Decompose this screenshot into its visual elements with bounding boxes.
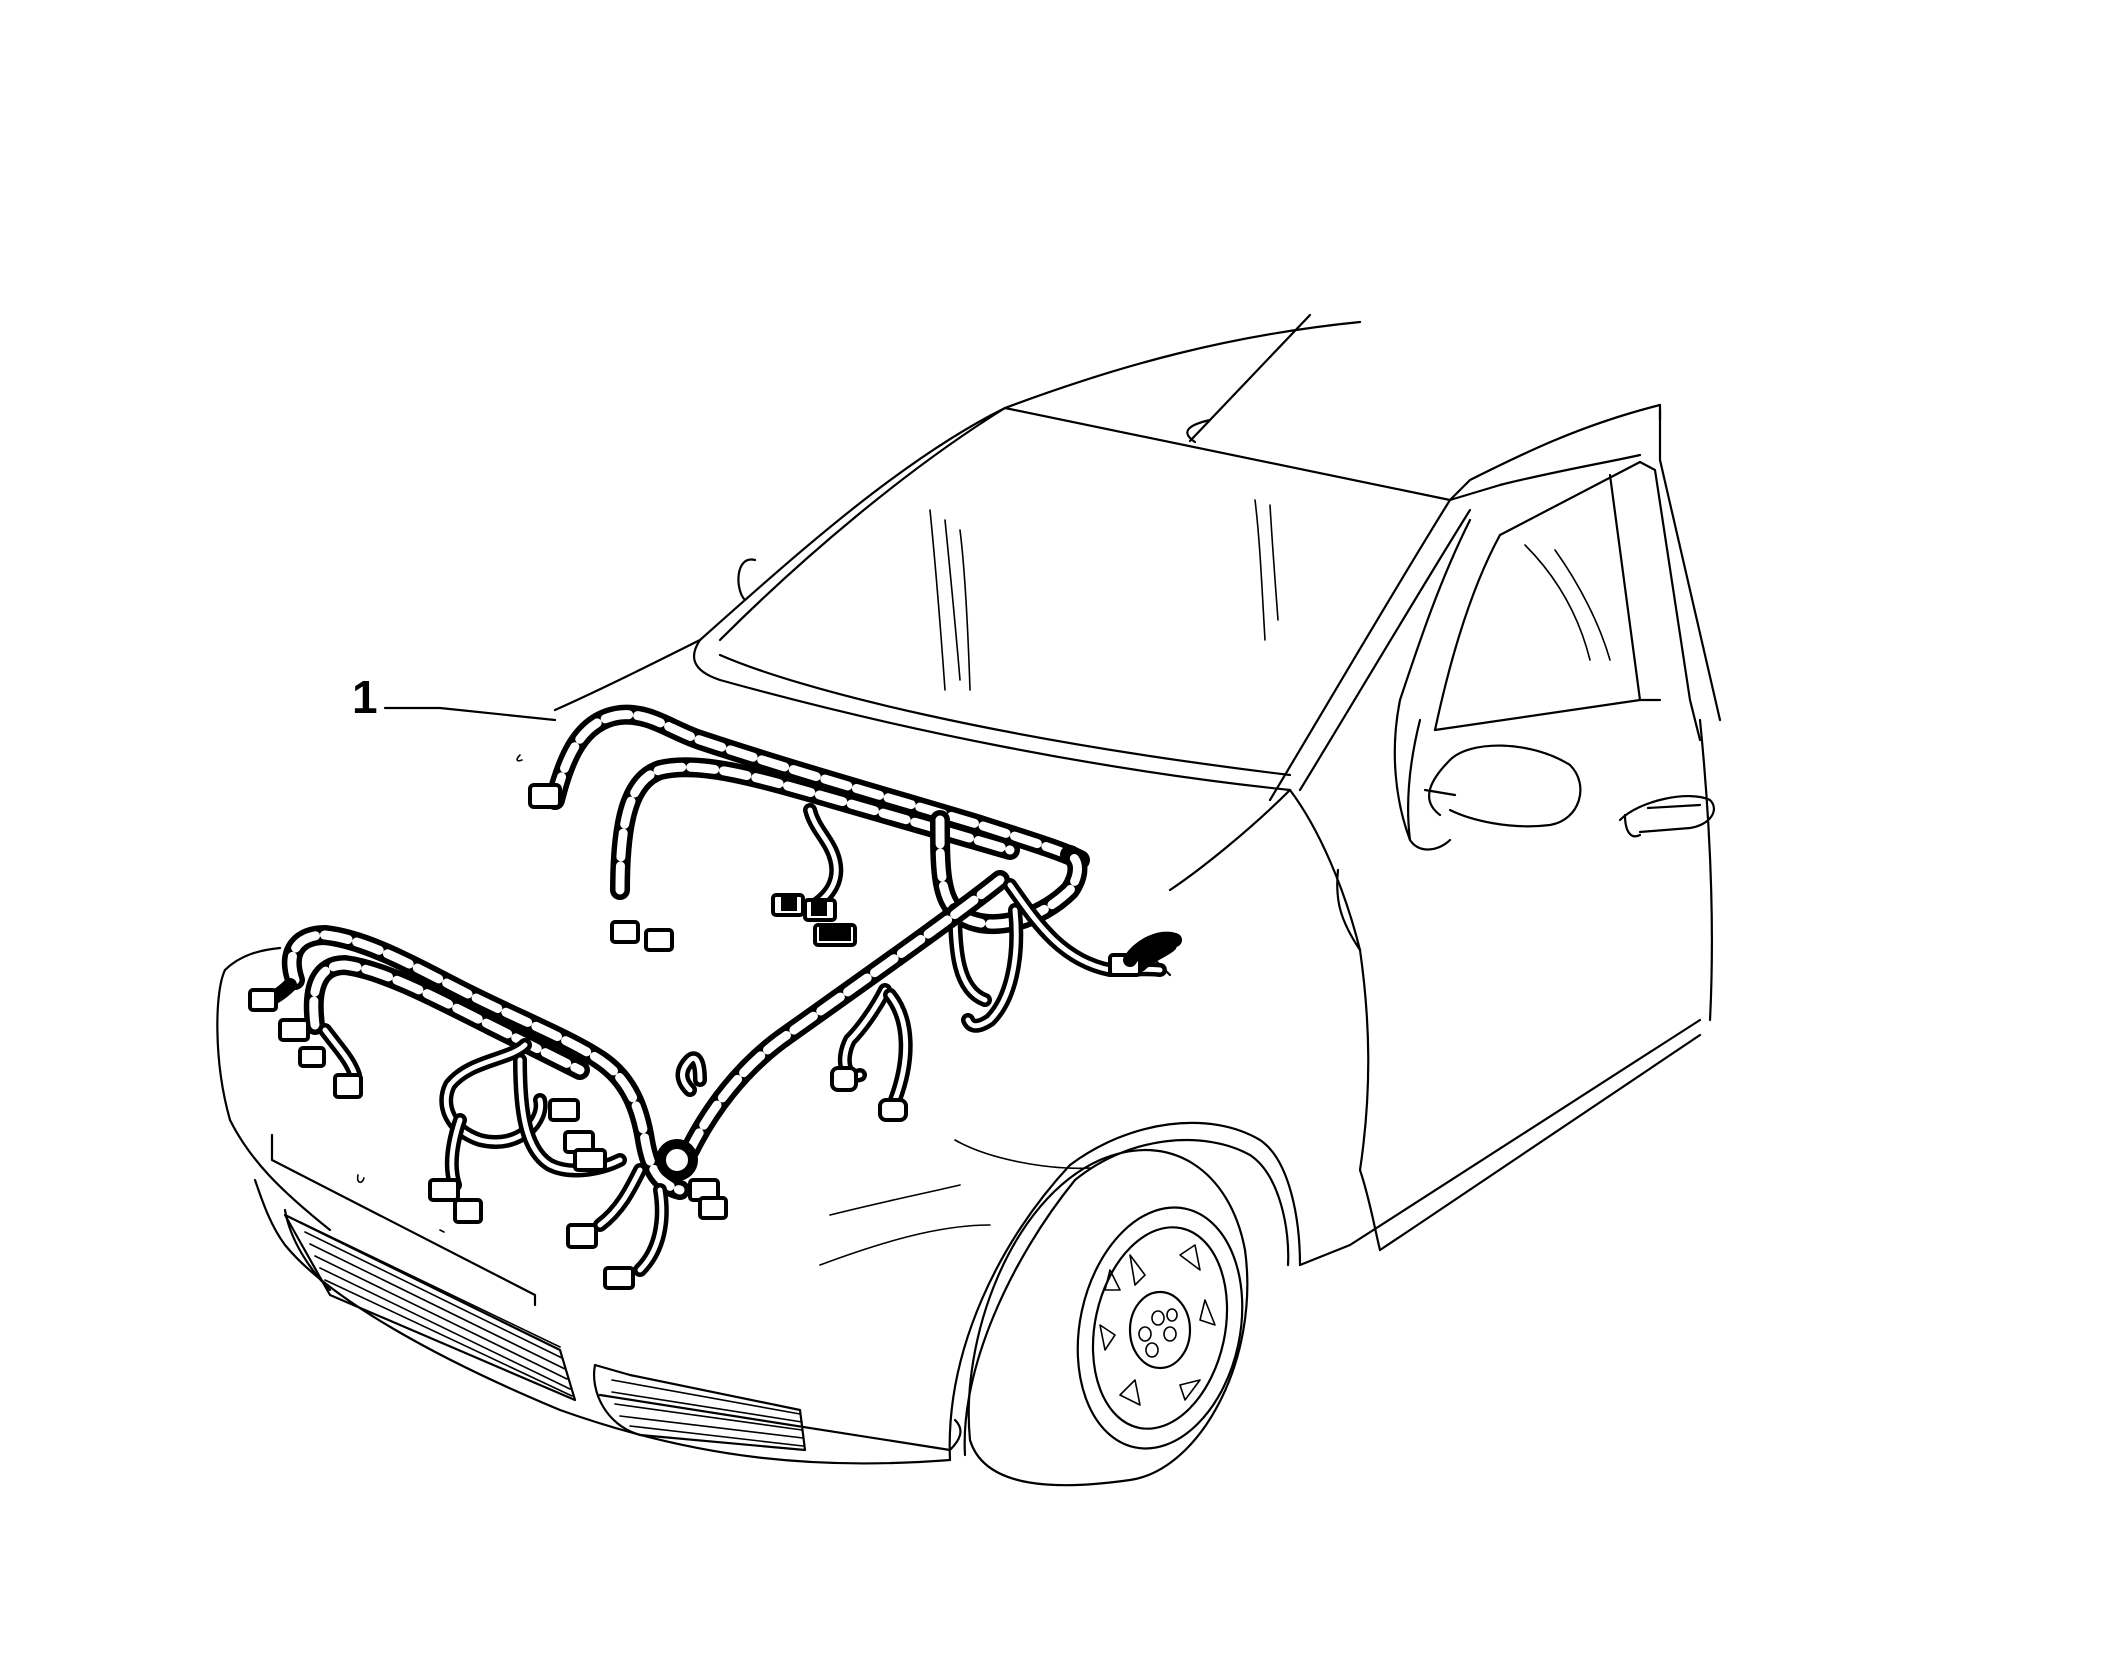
harness-connectors [248,783,1182,1290]
front-wheel [967,1149,1249,1487]
leader-line [383,706,557,722]
door-handle [1618,794,1715,838]
car-body-outline [216,313,1722,1465]
callout-1: 1 [352,671,557,723]
side-mirror [1406,718,1582,851]
callout-number: 1 [352,671,378,723]
wiring-harness [253,704,1177,1277]
lower-grille-right [593,1363,807,1452]
lower-grille-left [283,1213,577,1402]
